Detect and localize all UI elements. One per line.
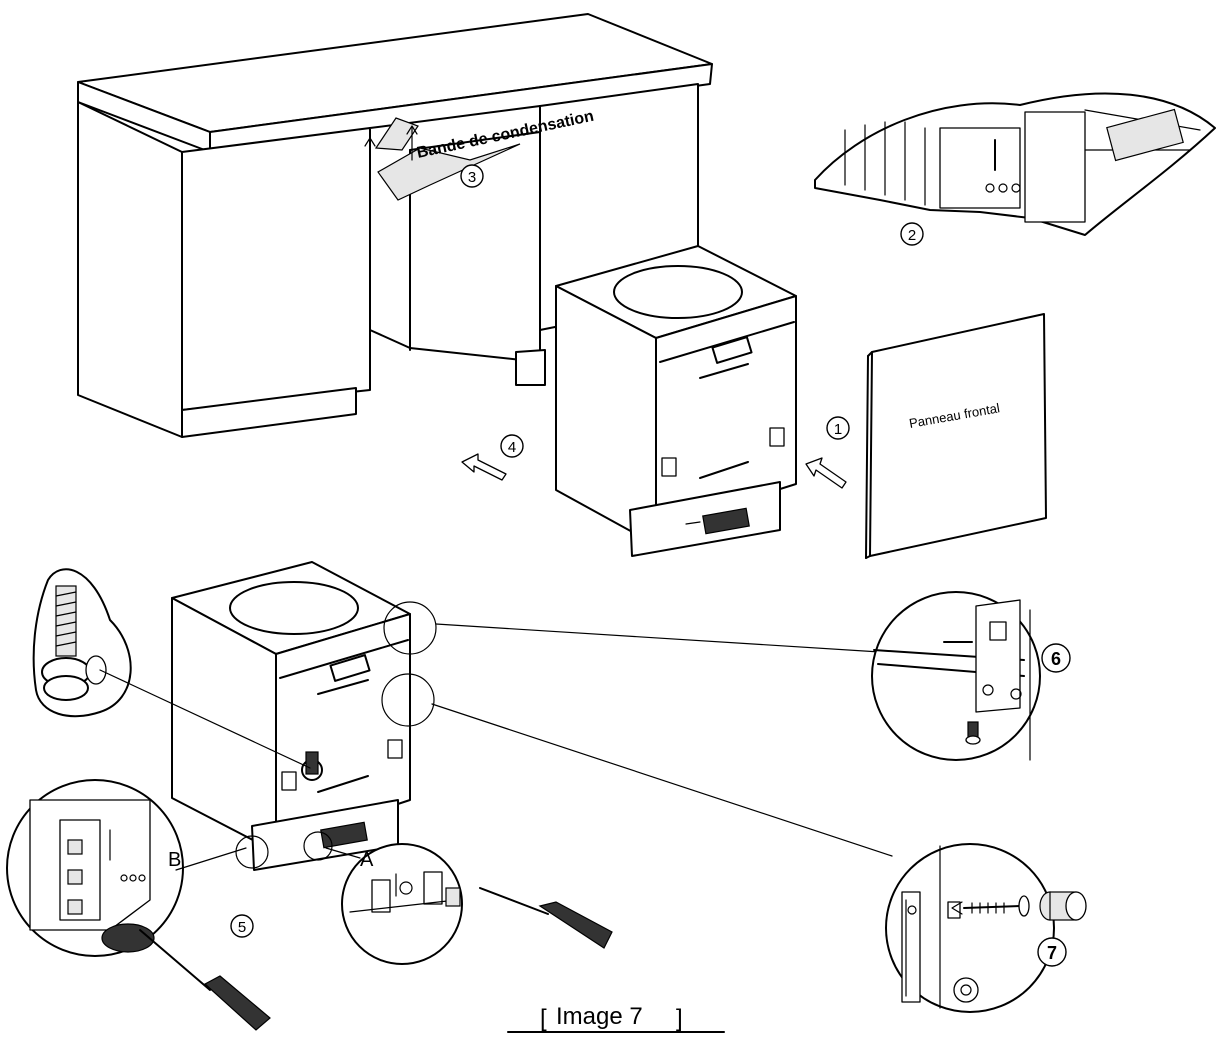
step-1-marker: 1 (826, 416, 850, 440)
step-3-marker: 3 (460, 164, 484, 188)
step-2-marker: 2 (900, 222, 924, 246)
step-5-marker: 5 (230, 914, 254, 938)
step-6-marker: 6 (1041, 643, 1071, 673)
left-arrow-icon (951, 901, 963, 915)
dishwasher-upper (555, 245, 797, 557)
caption-text: Image 7 (556, 1003, 643, 1030)
step-4-number: 4 (508, 439, 516, 456)
detail-7-circle: 7 (431, 703, 1087, 1013)
caption-left-bracket: [ (540, 1005, 547, 1032)
detail-2-top-panel: 2 (814, 92, 1216, 246)
callout-b-label: B (168, 849, 181, 871)
detail-b-circle: B (6, 779, 271, 1031)
step-5-number: 5 (238, 919, 246, 936)
step-6-number: 6 (1051, 649, 1061, 669)
detail-6-circle: 6 (435, 591, 1071, 761)
leveling-foot-detail (32, 568, 311, 769)
step-1-number: 1 (834, 421, 842, 438)
step-3-number: 3 (468, 169, 476, 186)
slide-in-arrow-icon (461, 453, 507, 481)
step-4-marker: 4 (500, 434, 524, 458)
kitchen-cabinet: Bande de condensation 3 (77, 13, 713, 438)
step-7-marker: 7 (1037, 937, 1067, 967)
front-panel: Panneau frontal (865, 313, 1047, 559)
up-arrow-icon (406, 125, 418, 161)
attach-panel-arrow-icon (805, 457, 847, 489)
up-arrow-icon (364, 137, 376, 169)
step-2-number: 2 (908, 227, 916, 244)
figure-caption: [ Image 7 ] (507, 1003, 725, 1033)
detail-a-circle: A (325, 843, 613, 965)
dishwasher-lower (171, 561, 437, 871)
caption-right-bracket: ] (676, 1005, 683, 1032)
step-7-number: 7 (1047, 943, 1057, 963)
callout-a-label: A (360, 849, 374, 871)
